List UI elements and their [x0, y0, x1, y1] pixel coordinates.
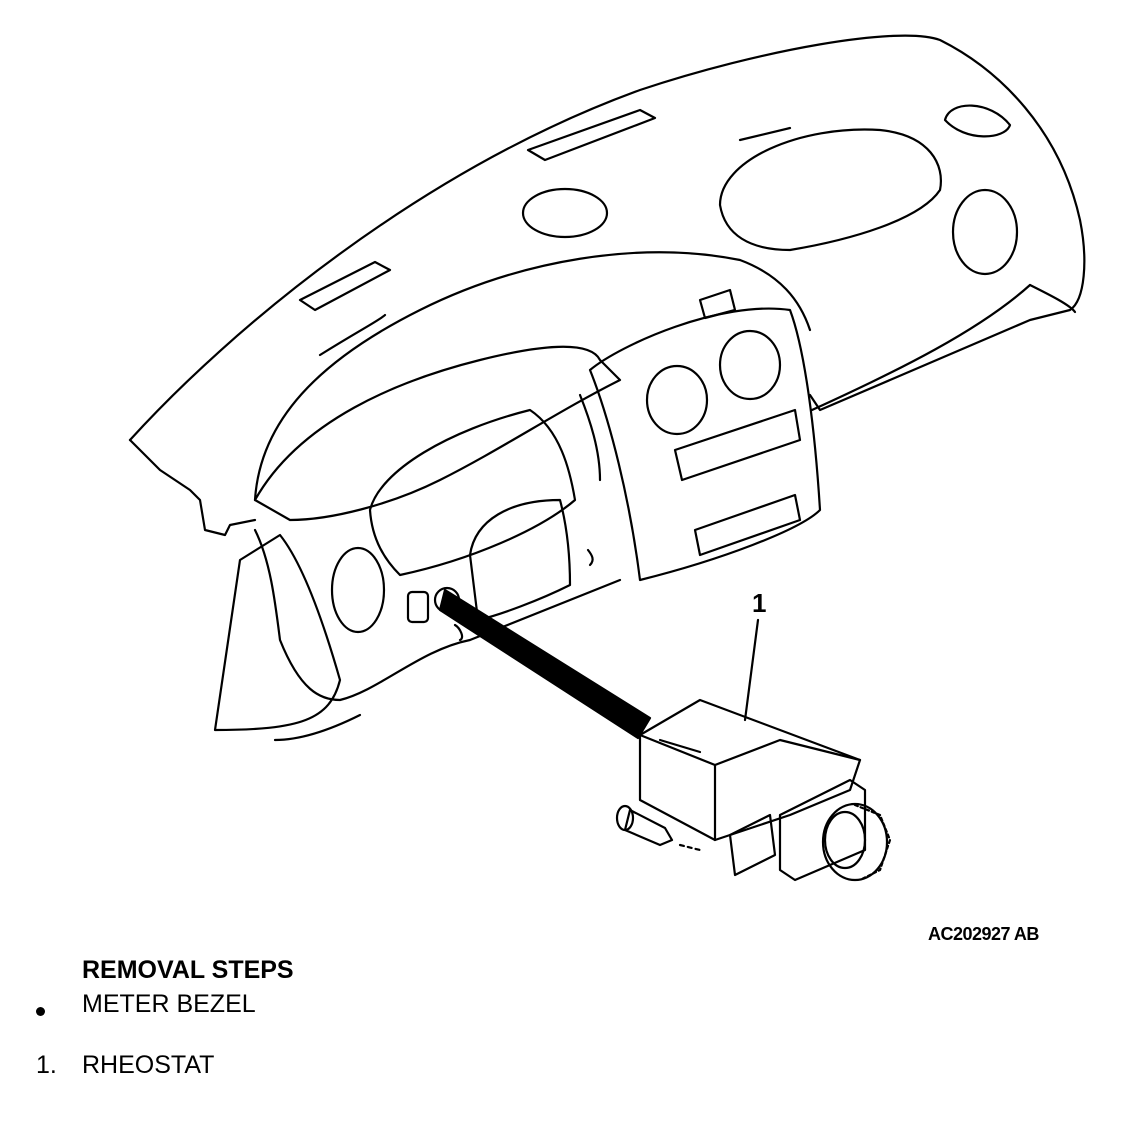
mounting-screw: [623, 808, 674, 847]
glovebox-lid: [213, 533, 342, 732]
pointer-wedge: [438, 588, 652, 740]
callout-number: 1: [752, 588, 767, 618]
meter-cluster-face: [468, 498, 572, 622]
right-side-vent: [951, 188, 1019, 276]
right-top-vent: [943, 104, 1012, 138]
center-vent-cutout: [718, 128, 942, 252]
dashboard-top-inner-edge: [253, 251, 812, 502]
console-slot: [693, 493, 802, 557]
callout-leader: [743, 618, 760, 722]
defroster-slot-center: [526, 108, 657, 162]
meter-cluster-opening: [368, 408, 577, 577]
lower-left-panel: [253, 528, 622, 702]
dashboard-right-lower-edge: [1028, 283, 1077, 314]
rheostat-body: [638, 698, 862, 842]
removal-steps-title: REMOVAL STEPS: [82, 956, 294, 984]
figure-code: AC202927 AB: [928, 924, 1039, 944]
left-side-vent: [330, 546, 386, 634]
step-marker: 1.: [36, 1051, 57, 1079]
dashboard-left-edge: [128, 438, 257, 537]
console-vent-right: [718, 329, 782, 401]
console-display: [673, 408, 802, 482]
rheostat-front-plate: [778, 778, 867, 882]
small-switch: [406, 590, 430, 624]
defroster-slot-left: [298, 260, 392, 312]
top-round-vent: [521, 187, 609, 239]
bullet-icon: [36, 1007, 45, 1016]
step-label: RHEOSTAT: [82, 1051, 215, 1079]
dashboard-top-outline: [128, 34, 1086, 442]
console-vent-left: [645, 364, 709, 436]
rheostat-bracket: [728, 813, 777, 877]
meter-hood: [253, 345, 622, 522]
dashboard-rheostat-illustration: [128, 34, 1086, 882]
step-label: METER BEZEL: [82, 990, 256, 1018]
